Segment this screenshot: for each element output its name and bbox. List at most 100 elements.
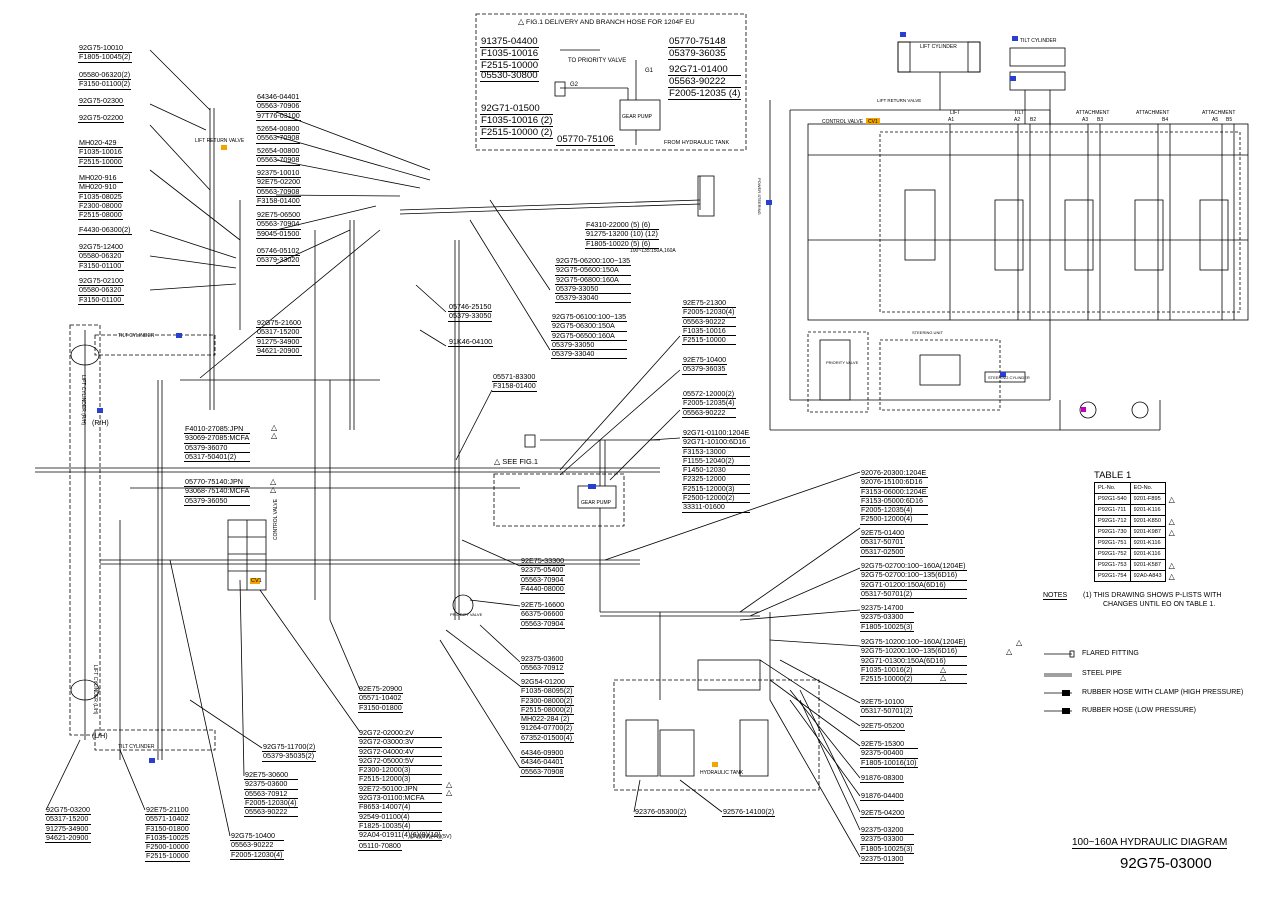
callout-left-4: 92G75-02200: [78, 113, 124, 124]
notes-line-2: CHANGES UNTIL EO ON TABLE 1.: [1102, 600, 1216, 608]
table1-header-row: PL-No.EO-No.: [1094, 482, 1179, 494]
table1-header-eo: EO-No.: [1129, 482, 1166, 494]
revision-delta-icon: △: [1168, 516, 1175, 526]
from-hydraulic-tank-label: FROM HYDRAULIC TANK: [664, 140, 730, 146]
assembly-see-fig1: △ SEE FIG.1: [494, 457, 539, 466]
assembly-cv1-label: CV1: [251, 578, 262, 584]
schematic-port-a5: A5: [1212, 117, 1219, 123]
schematic-port-b2: B2: [1030, 117, 1037, 123]
schematic-control-valve-label: CONTROL VALVE: [822, 119, 864, 125]
callout-mid-g: 92G75-02700:100~160A(1204E)92G75-02700:1…: [860, 561, 967, 600]
fig1-gear-pump-label: GEAR PUMP: [622, 114, 653, 120]
callout-mid-m: 91876-08300: [860, 773, 905, 784]
callout-mid-i-delta-1: △: [1016, 638, 1023, 647]
drawing-number: 92G75-03000: [1120, 855, 1212, 872]
revision-delta-icon: △: [1168, 527, 1175, 537]
schematic-lift-label: LIFT: [950, 110, 961, 116]
callout-left-2: 05580-06320(2)F3150-01100(2): [78, 70, 132, 90]
schematic-priority-valve-label: PRIORITY VALVE: [826, 360, 859, 365]
callout-mid-q: 92375-01300: [860, 854, 905, 865]
callout-bottom-n: 92576-14100(2): [722, 807, 776, 818]
schematic-port-b5: B5: [1226, 117, 1233, 123]
fig1-callout-bottom: 05770-75106: [556, 134, 615, 146]
legend-rubber-hose-low: RUBBER HOSE (LOW PRESSURE): [1082, 707, 1196, 714]
schematic-lift-cylinder-label: LIFT CYLINDER: [920, 44, 957, 50]
drawing-title: 100~160A HYDRAULIC DIAGRAM: [1072, 837, 1228, 849]
assembly-tilt-cylinder-top: TILT CYLINDER: [118, 333, 155, 339]
schematic-port-a2: A2: [1014, 117, 1021, 123]
assembly-power-steering-label: POWER STEERING: [757, 178, 762, 215]
callout-upper-k: F4310-22000 (5) (6)91275-13200 (10) (12)…: [585, 220, 659, 249]
assembly-lift-cylinder-lh: LIFT CYLINDER (L/H): [92, 665, 98, 715]
schematic-port-a3: A3: [1082, 117, 1089, 123]
legend-flared-fitting: FLARED FITTING: [1082, 650, 1139, 657]
assembly-control-valve-label: CONTROL VALVE: [273, 498, 279, 540]
callout-mid-i-delta-4: △: [940, 673, 947, 682]
callout-upper-k-note: 100~135:150A,160A: [630, 248, 676, 254]
schematic-port-a1: A1: [948, 117, 955, 123]
revision-delta-icon: △: [1168, 560, 1175, 570]
callout-mid-n: 91876-04400: [860, 791, 905, 802]
assembly-lh-label: (L/H): [92, 733, 108, 740]
fig1-title: △ FIG.1 DELIVERY AND BRANCH HOSE FOR 120…: [518, 17, 695, 26]
schematic-tilt-label: TILT: [1014, 110, 1024, 116]
notes-label: NOTES: [1043, 592, 1068, 600]
schematic-port-b3: B3: [1097, 117, 1104, 123]
callout-leftmid-b-delta-1: △: [270, 477, 277, 486]
assembly-priority-valve-label: PRIORITY VALVE: [450, 612, 483, 617]
revision-delta-icon: △: [1168, 494, 1175, 504]
legend-steel-pipe: STEEL PIPE: [1082, 670, 1122, 677]
callout-bottom-g-note: (2V)(3V)(4V)(5V): [410, 834, 452, 840]
callout-bottom-h: 92G75-11700(2)05379-35035(2): [262, 742, 317, 762]
schematic-steering-cylinder-label: STEERING CYLINDER: [988, 375, 1030, 380]
schematic-tilt-cylinder-label: TILT CYLINDER: [1020, 38, 1057, 44]
callout-upper-i: 91K46-04100: [448, 337, 494, 348]
fig1-g2-label: G2: [570, 82, 579, 88]
callout-mid-i: 92G75-10200:100~160A(1204E)92G75-10200:1…: [860, 637, 967, 685]
callout-bottom-g-delta-1: △: [446, 780, 453, 789]
assembly-gear-pump-label: GEAR PUMP: [581, 500, 612, 506]
schematic-lift-return-valve-label: LIFT RETURN VALVE: [877, 98, 922, 103]
assembly-hydraulic-tank-label: HYDRAULIC TANK: [700, 770, 744, 776]
notes-block: NOTES (1) THIS DRAWING SHOWS P-LISTS WIT…: [1043, 592, 1221, 609]
callout-left-3: 92G75-02300: [78, 96, 124, 107]
callout-leftmid-b-delta-2: △: [270, 485, 277, 494]
callout-bottom-g-delta-2: △: [446, 788, 453, 797]
to-priority-valve-label: TO PRIORITY VALVE: [568, 58, 627, 64]
pump-tag: [588, 484, 596, 489]
